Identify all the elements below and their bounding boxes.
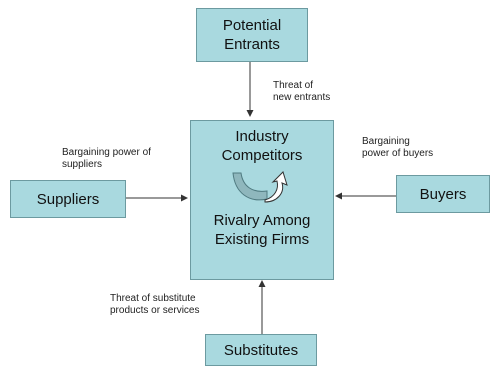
substitutes-caption: Threat of substitute products or service… <box>110 293 199 317</box>
buyers-label: Buyers <box>419 185 467 203</box>
substitutes-label: Substitutes <box>223 341 299 359</box>
suppliers-caption-line1: Bargaining power of <box>62 147 151 158</box>
buyers-caption-line2: power of buyers <box>362 148 434 159</box>
rivalry-cycle-arrow-icon <box>232 171 288 203</box>
entrants-caption-line2: new entrants <box>273 92 331 103</box>
buyers-caption: Bargaining power of buyers <box>362 136 433 160</box>
buyers-box: Buyers <box>396 175 490 213</box>
center-bottom-line2: Existing Firms <box>214 231 310 248</box>
substitutes-caption-line2: products or services <box>110 305 200 316</box>
buyers-caption-line1: Bargaining <box>362 136 410 147</box>
substitutes-caption-line1: Threat of substitute <box>110 293 196 304</box>
suppliers-label: Suppliers <box>36 190 100 208</box>
potential-entrants-label-line1: Potential <box>222 17 282 34</box>
potential-entrants-box: Potential Entrants <box>196 8 308 62</box>
suppliers-caption-line2: suppliers <box>62 159 103 170</box>
substitutes-box: Substitutes <box>205 334 317 366</box>
suppliers-box: Suppliers <box>10 180 126 218</box>
industry-competitors-box: Industry Competitors Rivalry Among Exist… <box>190 120 334 280</box>
center-bottom-line1: Rivalry Among <box>213 212 311 229</box>
suppliers-caption: Bargaining power of suppliers <box>62 147 151 171</box>
potential-entrants-label-line2: Entrants <box>224 36 280 53</box>
center-top-line1: Industry <box>235 128 289 145</box>
entrants-caption-line1: Threat of <box>273 80 314 91</box>
center-top-line2: Competitors <box>221 147 303 164</box>
entrants-caption: Threat of new entrants <box>273 80 330 104</box>
